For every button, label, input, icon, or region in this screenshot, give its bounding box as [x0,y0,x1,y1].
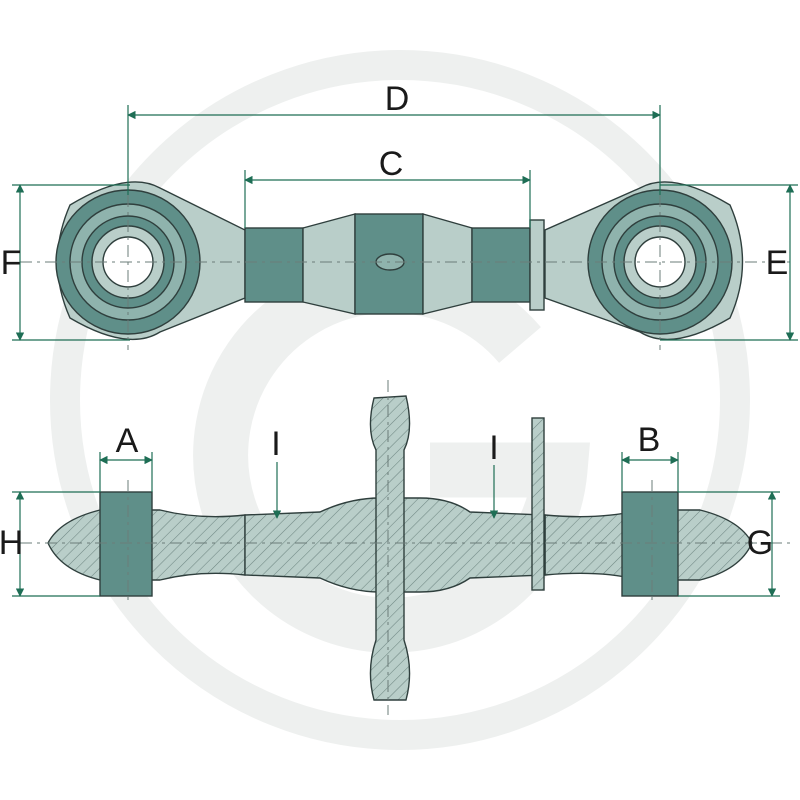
left-ball-insert [99,491,153,597]
label-i-right: I [489,429,498,467]
lock-plate [531,417,545,591]
label-i-left: I [271,425,280,463]
left-ball-joint-eye [55,181,246,341]
top-view [55,181,744,341]
threaded-sleeve [244,213,545,315]
dimension-labels: D C F E A B I I H G [0,80,788,562]
label-c: C [379,145,404,183]
label-f: F [1,244,22,282]
label-g: G [747,524,773,562]
label-d: D [385,80,410,118]
right-ball-joint-eye [544,181,744,341]
dimension-lines [12,105,798,597]
label-h: H [0,524,23,562]
section-view [47,395,753,701]
label-a: A [116,422,139,460]
right-ball-insert [621,491,679,597]
label-e: E [766,244,789,282]
centerlines [20,170,790,715]
handle-bar [369,395,411,701]
label-b: B [638,421,661,459]
